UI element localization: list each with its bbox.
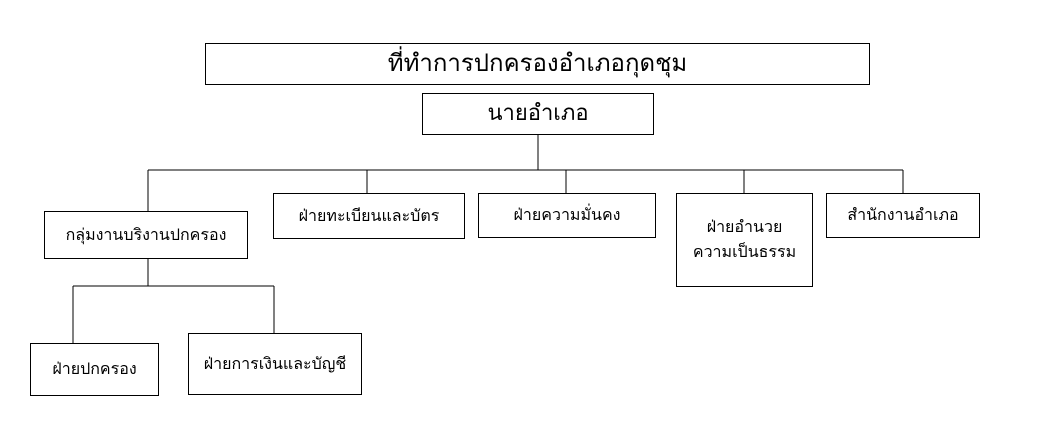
justice-text-line1: ฝ่ายอำนวย [706,217,783,237]
title-text: ที่ทำการปกครองอำเภอกุดชุม [387,49,688,78]
registration-box: ฝ่ายทะเบียนและบัตร [273,193,465,239]
admin-group-box: กลุ่มงานบริงานปกครอง [44,211,248,259]
justice-text-line2: ความเป็นธรรม [692,242,797,261]
registration-text: ฝ่ายทะเบียนและบัตร [298,205,440,225]
finance-box: ฝ่ายการเงินและบัญชี [188,333,362,395]
head-box: นายอำเภอ [422,93,654,135]
admin-group-text: กลุ่มงานบริงานปกครอง [65,224,227,244]
district-office-text: สำนักงานอำเภอ [847,205,959,225]
title-box: ที่ทำการปกครองอำเภอกุดชุม [205,43,870,85]
finance-text: ฝ่ายการเงินและบัญชี [203,353,347,373]
governance-box: ฝ่ายปกครอง [30,343,159,396]
head-text: นายอำเภอ [487,100,589,126]
security-text: ฝ่ายความมั่นคง [513,205,621,225]
district-office-box: สำนักงานอำเภอ [826,193,980,238]
security-box: ฝ่ายความมั่นคง [478,193,656,238]
governance-text: ฝ่ายปกครอง [52,359,137,379]
justice-box: ฝ่ายอำนวย ความเป็นธรรม [676,193,813,287]
